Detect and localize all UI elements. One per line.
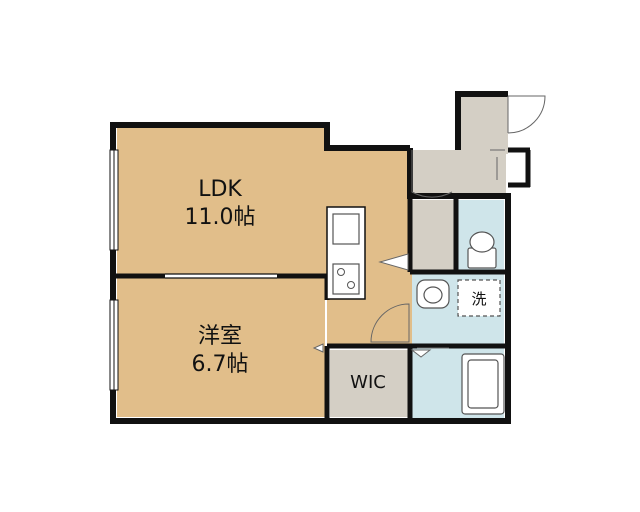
- washer-label: 洗: [471, 290, 486, 308]
- interior-walls: [115, 147, 531, 421]
- partition-lines: [165, 150, 411, 279]
- porch-floor: [460, 96, 508, 154]
- toilet-icon: [467, 231, 497, 269]
- entrance-floor: [412, 150, 506, 196]
- bedroom-size-label: 6.7帖: [192, 352, 249, 377]
- bedroom-name-label: 洋室: [198, 324, 242, 349]
- window-ldk: [109, 149, 119, 251]
- stove-icon: [332, 263, 360, 295]
- kitchen-counter: [326, 206, 366, 300]
- window-bedroom: [109, 299, 119, 391]
- storage-floor: [412, 200, 457, 270]
- wash-basin-icon: [416, 279, 450, 309]
- bedroom-floor: [117, 278, 325, 417]
- bathtub-icon: [461, 353, 505, 415]
- ldk-name-label: LDK: [198, 177, 242, 202]
- sink-icon: [332, 213, 360, 245]
- doors: [370, 95, 546, 349]
- wic-label: WIC: [350, 372, 386, 393]
- wic-floor: [330, 350, 410, 417]
- ldk-size-label: 11.0帖: [185, 205, 256, 230]
- washer-space: [457, 279, 501, 317]
- ldk-floor: [117, 128, 325, 274]
- door-markers: [312, 253, 432, 358]
